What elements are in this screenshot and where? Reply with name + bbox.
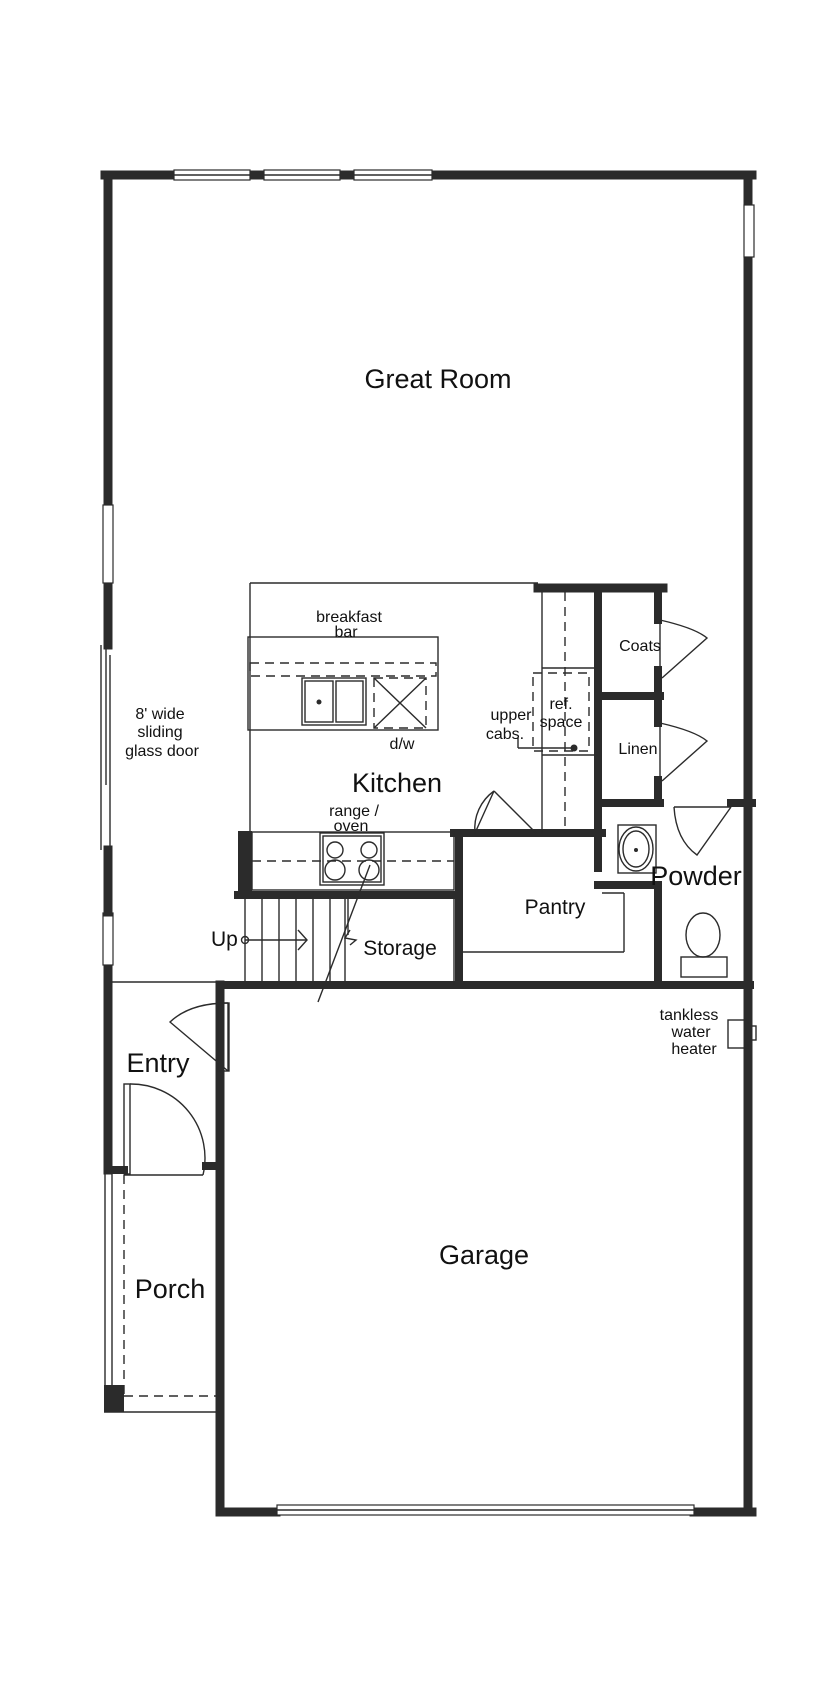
upper-cabs-label-line1: upper [491, 707, 533, 724]
stairs [240, 864, 371, 1003]
dishwasher-label: d/w [390, 736, 415, 753]
breakfast-bar-label-line1: breakfast [316, 609, 382, 626]
entry-label: Entry [126, 1048, 190, 1078]
kitchen-fixtures [247, 592, 598, 891]
water-heater-label-line2: water [670, 1024, 711, 1041]
stairs-up-label: Up [211, 928, 238, 951]
linen-label: Linen [618, 741, 657, 758]
storage-label: Storage [363, 937, 437, 960]
powder-fixtures [617, 824, 728, 978]
water-heater-label-line1: tankless [660, 1007, 719, 1024]
doors [123, 619, 732, 1176]
ref-space-label-line1: ref. [549, 696, 572, 713]
coats-label: Coats [619, 638, 661, 655]
range-oven-label-line2: oven [334, 818, 369, 835]
powder-label: Powder [650, 861, 742, 891]
range-oven-label-line1: range / [329, 803, 379, 820]
sliding-door-label-line2: sliding [137, 724, 182, 741]
ref-space-label-line2: space [540, 714, 583, 731]
water-heater [727, 1019, 757, 1049]
porch-label: Porch [135, 1274, 206, 1304]
sliding-door-label-line3: glass door [125, 743, 199, 760]
exterior-walls [100, 170, 757, 1517]
pantry-label: Pantry [525, 896, 586, 919]
breakfast-bar-label-line2: bar [334, 624, 358, 641]
interior-walls [234, 582, 756, 989]
upper-cabs-label-line2: cabs. [486, 726, 524, 743]
garage-label: Garage [439, 1240, 529, 1270]
sliding-door-label-line1: 8' wide [135, 706, 184, 723]
water-heater-label-line3: heater [671, 1041, 717, 1058]
kitchen-label: Kitchen [352, 768, 442, 798]
windows [102, 169, 755, 1516]
great-room-label: Great Room [364, 364, 511, 394]
sliding-glass-door [100, 645, 113, 917]
